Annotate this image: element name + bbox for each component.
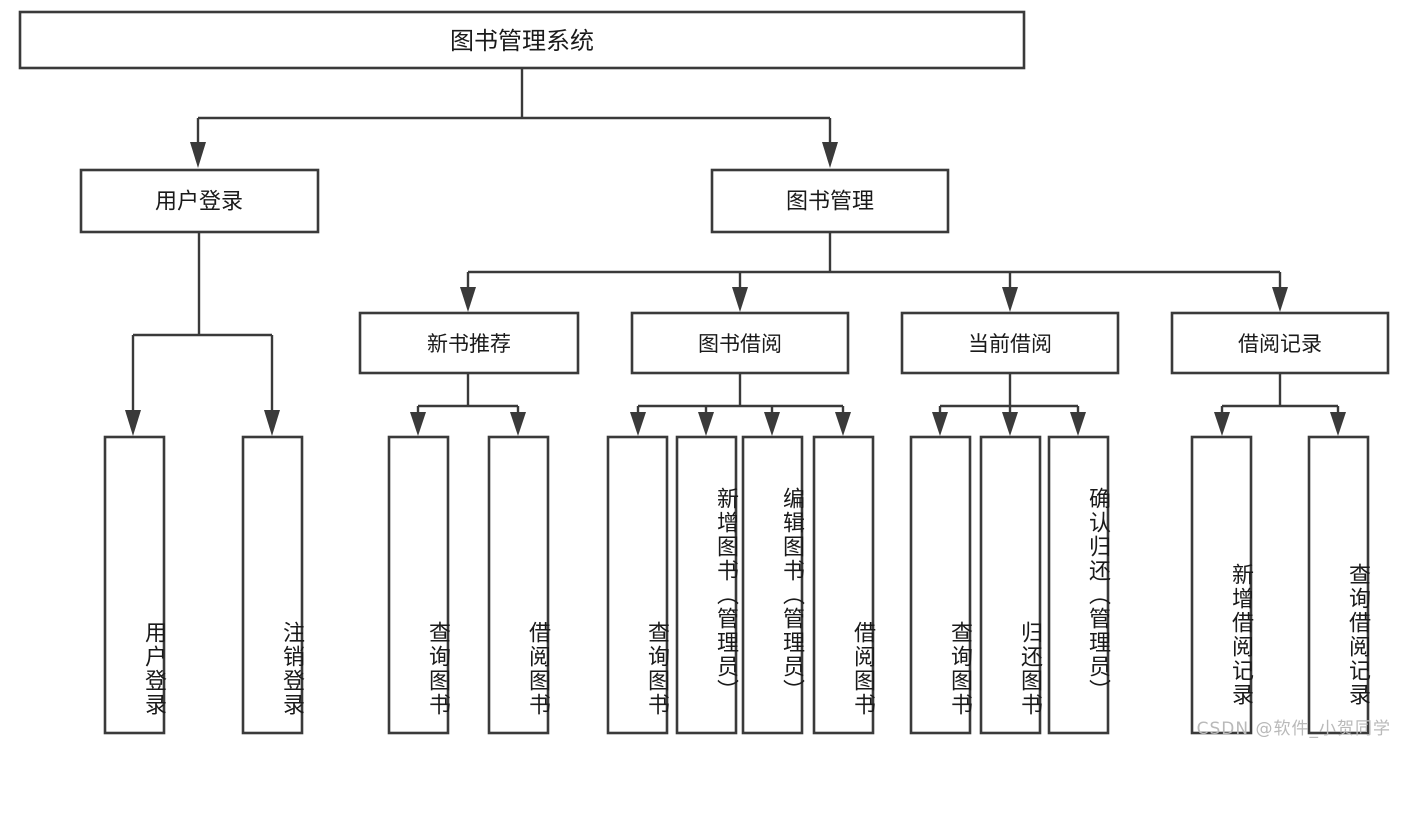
node-user-login-label: 用户登录 (155, 190, 243, 215)
connector-bookborrow-to-leaves (630, 373, 851, 436)
node-borrow-record[interactable]: 借阅记录 (1170, 311, 1390, 375)
node-user-login[interactable]: 用户登录 (79, 168, 320, 234)
leaf-box-current-borrow-2[interactable] (1047, 435, 1110, 735)
connector-bookmgmt-to-level3 (460, 232, 1288, 312)
leaf-box-book-borrow-2[interactable] (741, 435, 804, 735)
tree-diagram-svg: 图书管理系统 用户登录 图书管理 新书推荐 图书借阅 当前借阅 借阅记录 (18, 10, 1390, 735)
node-current-borrow-label: 当前借阅 (968, 332, 1052, 356)
leaf-box-current-borrow-1[interactable] (979, 435, 1042, 735)
leaf-box-new-book-1[interactable] (487, 435, 550, 735)
connector-currentborrow-to-leaves (932, 373, 1086, 436)
leaf-box-user-login-1[interactable] (241, 435, 304, 735)
leaf-box-user-login-0[interactable] (103, 435, 166, 735)
leaf-rects-current-borrow (909, 435, 1110, 735)
connector-newbook-to-leaves (410, 373, 526, 436)
node-book-borrow[interactable]: 图书借阅 (630, 311, 850, 375)
leaf-rects-borrow-record (1190, 435, 1370, 735)
node-root[interactable]: 图书管理系统 (18, 10, 1026, 70)
connector-userlogin-to-leaves (125, 232, 280, 436)
connector-root-to-level2 (190, 68, 838, 168)
node-new-book-recommend[interactable]: 新书推荐 (358, 311, 580, 375)
leaf-box-book-borrow-1[interactable] (675, 435, 738, 735)
leaf-box-borrow-record-1[interactable] (1307, 435, 1370, 735)
node-book-borrow-label: 图书借阅 (698, 332, 782, 356)
node-new-book-recommend-label: 新书推荐 (427, 332, 511, 356)
node-root-label: 图书管理系统 (450, 27, 594, 55)
connector-borrowrecord-to-leaves (1214, 373, 1346, 436)
leaf-box-borrow-record-0[interactable] (1190, 435, 1253, 735)
leaf-box-new-book-0[interactable] (387, 435, 450, 735)
csdn-watermark: CSDN @软件_小贺同学 (1196, 719, 1391, 739)
leaf-box-book-borrow-0[interactable] (606, 435, 669, 735)
leaf-box-current-borrow-0[interactable] (909, 435, 972, 735)
node-borrow-record-label: 借阅记录 (1238, 332, 1322, 356)
leaf-rects-book-borrow (606, 435, 875, 735)
leaf-rects-new-book-recommend (387, 435, 550, 735)
leaf-box-book-borrow-3[interactable] (812, 435, 875, 735)
node-book-management[interactable]: 图书管理 (710, 168, 950, 234)
node-book-management-label: 图书管理 (786, 190, 874, 215)
diagram-canvas: 图书管理系统 用户登录 图书管理 新书推荐 图书借阅 当前借阅 借阅记录 (18, 10, 1391, 739)
node-current-borrow[interactable]: 当前借阅 (900, 311, 1120, 375)
leaf-rects-user-login (103, 435, 304, 735)
